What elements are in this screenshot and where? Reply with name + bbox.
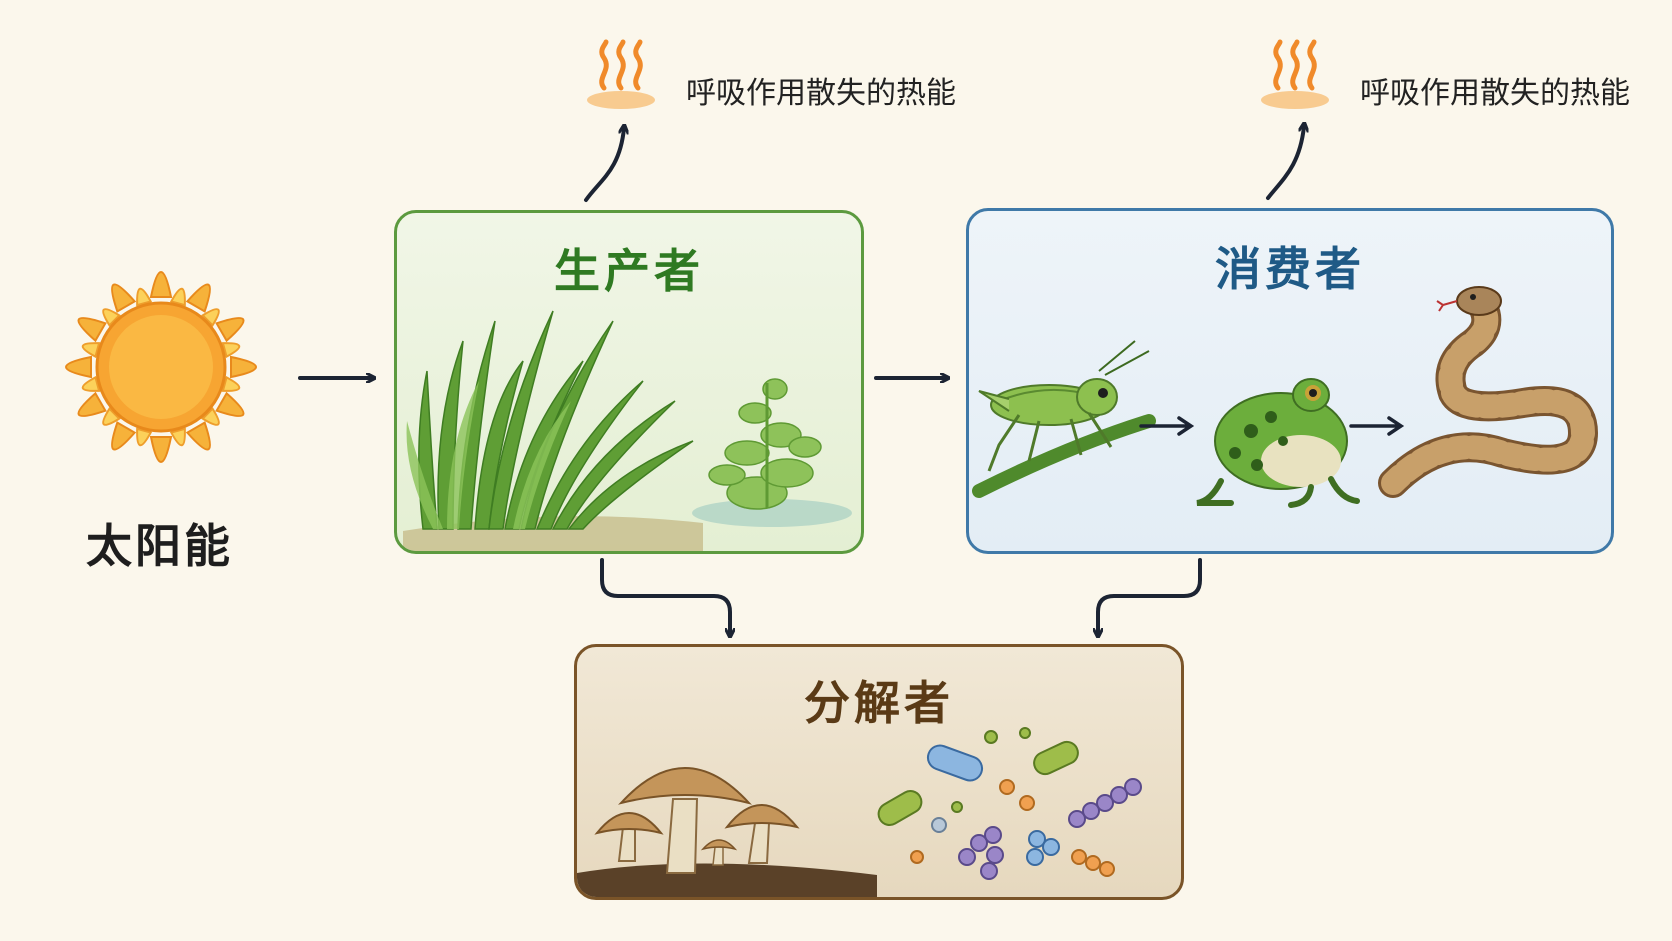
heat-icon <box>587 39 655 109</box>
sun-label: 太阳能 <box>86 519 233 573</box>
heat-label: 呼吸作用散失的热能 <box>1360 76 1630 111</box>
arrow-producer-to-heat <box>584 128 624 202</box>
arrow-consumer-to-decomposer <box>1098 558 1202 634</box>
consumer-box: 消费者 <box>966 208 1614 554</box>
snake-icon <box>1378 286 1599 498</box>
algae-icon <box>692 378 852 527</box>
producer-box: 生产者 <box>394 210 864 554</box>
heat-label: 呼吸作用散失的热能 <box>686 76 956 111</box>
consumer-title: 消费者 <box>1215 242 1365 296</box>
decomposer-title: 分解者 <box>804 676 954 730</box>
arrow-frog-to-snake <box>1349 416 1405 436</box>
arrow-producer-to-decomposer <box>600 558 730 634</box>
decomposer-box: 分解者 <box>574 644 1184 900</box>
sun-icon <box>65 271 257 463</box>
grass-icon <box>403 310 703 551</box>
arrow-grasshopper-to-frog <box>1139 416 1195 436</box>
grasshopper-icon <box>972 340 1156 498</box>
heat-icon <box>1261 39 1329 109</box>
mushroom-icon <box>577 767 877 897</box>
producer-title: 生产者 <box>554 244 704 298</box>
frog-icon <box>1196 378 1360 508</box>
bacteria-icon <box>877 727 1142 880</box>
arrow-consumer-to-heat <box>1266 126 1304 200</box>
